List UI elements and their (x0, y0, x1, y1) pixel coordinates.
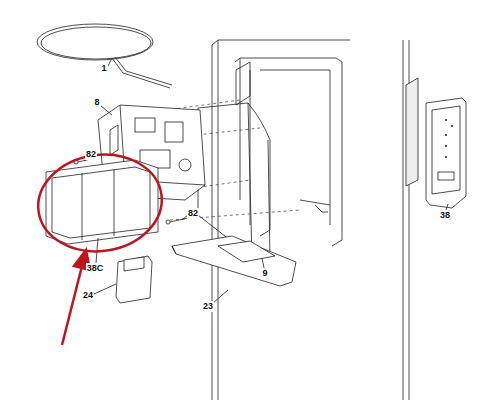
highlight (32, 147, 168, 345)
callout-number: 38C (86, 263, 105, 274)
callout-number: 82 (187, 208, 199, 219)
dispenser-paddle (116, 256, 152, 303)
callout-number: 23 (202, 301, 214, 312)
callout-number: 1 (100, 63, 107, 74)
callout-number: 9 (261, 268, 268, 279)
callout-number: 8 (93, 97, 100, 108)
tubing-coil (37, 24, 172, 88)
callout-number: 38 (439, 210, 451, 221)
callout-number: 82 (85, 149, 97, 160)
leader-lines (84, 58, 448, 303)
callout-number: 24 (82, 290, 94, 301)
drip-tray (172, 236, 296, 286)
side-panel (403, 40, 466, 400)
front-panel (46, 160, 158, 244)
door-panel (212, 40, 350, 400)
